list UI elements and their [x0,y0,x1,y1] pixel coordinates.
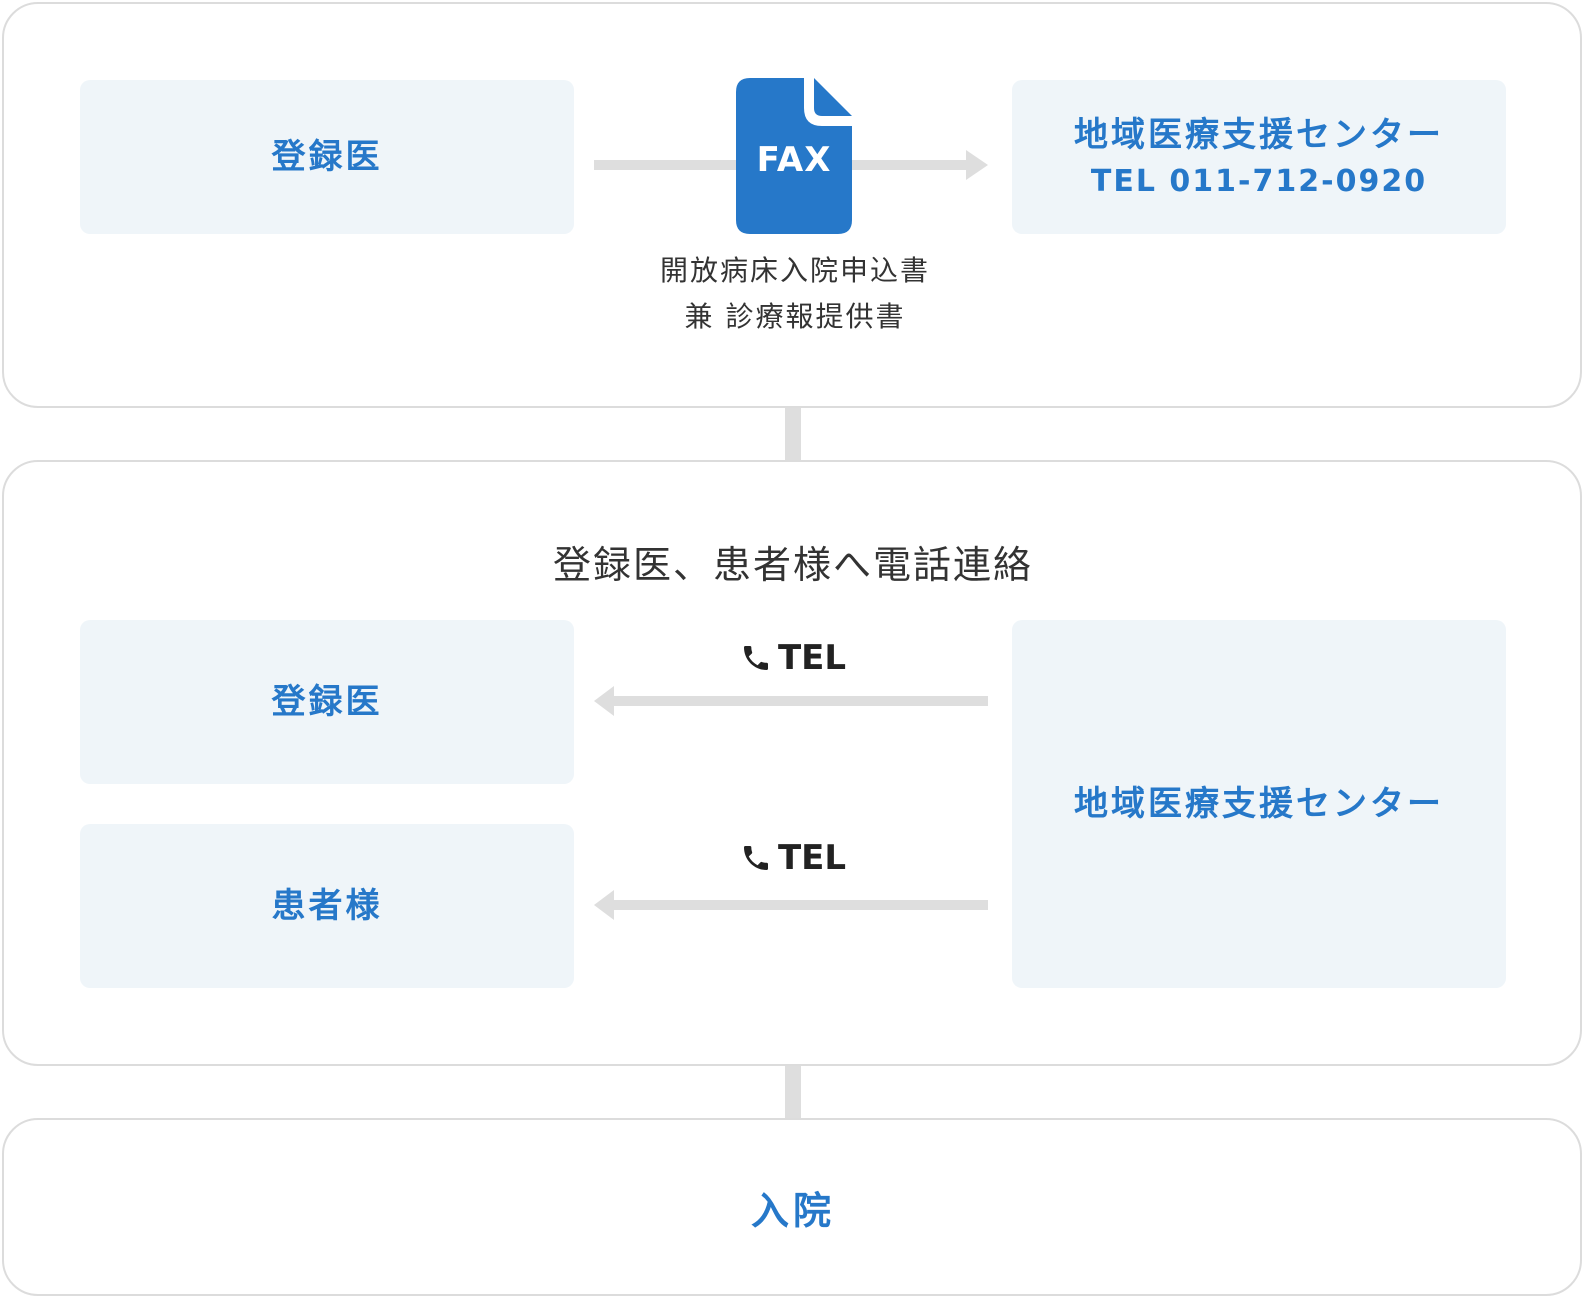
tel-arrow-to-doctor [594,686,988,716]
tel-label-patient: TEL [700,838,886,878]
admission-label: 入院 [750,1189,835,1233]
contact-step-heading: 登録医、患者様へ電話連絡 [552,543,1033,587]
admission-step-panel [2,1118,1582,1296]
registered-doctor-box: 登録医 [80,80,574,234]
registered-doctor-label-contact: 登録医 [271,681,383,722]
fax-document-name-line-1: 開放病床入院申込書 [659,254,930,287]
tel-arrow-to-patient [594,890,988,920]
tel-label-patient-text: TEL [777,838,847,878]
patient-label: 患者様 [271,885,383,926]
support-center-label: 地域医療支援センター [1074,115,1444,156]
phone-icon [743,846,768,870]
support-center-box: 地域医療支援センター TEL 011-712-0920 [1012,80,1506,234]
fax-label: FAX [756,140,832,180]
registered-doctor-label: 登録医 [271,136,383,177]
tel-label-doctor-text: TEL [777,638,847,678]
support-center-box-contact: 地域医療支援センター [1012,620,1506,988]
fax-document-icon [736,78,852,234]
registered-doctor-box-contact: 登録医 [80,620,574,784]
support-center-label-contact: 地域医療支援センター [1074,783,1444,824]
support-center-tel: TEL 011-712-0920 [1090,163,1428,199]
phone-icon [743,646,768,670]
step-connector-2 [785,1066,801,1118]
step-connector-1 [785,408,801,460]
fax-document-name-line-2: 兼 診療報提供書 [684,300,906,333]
patient-box: 患者様 [80,824,574,988]
fax-document-name: 開放病床入院申込書 兼 診療報提供書 [600,248,990,340]
tel-label-doctor: TEL [700,638,886,678]
